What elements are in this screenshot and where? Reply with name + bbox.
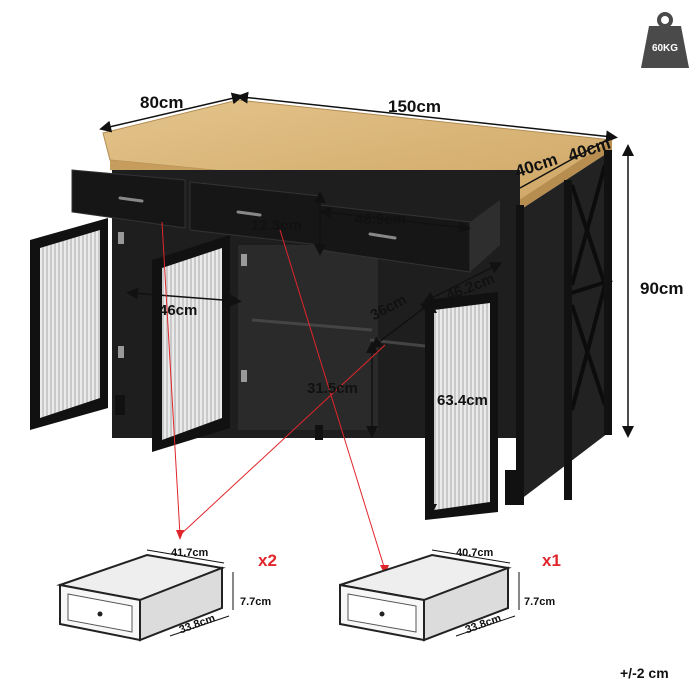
drawer-1-qty: x2 (258, 551, 277, 570)
dim-door-height: 63.4cm (437, 392, 488, 409)
drawer-2-width: 40.7cm (456, 547, 494, 559)
drawer-detail-right (339, 549, 520, 642)
drawer-2-qty: x1 (542, 551, 561, 570)
door-far-left[interactable] (30, 218, 108, 430)
drawer-1-height: 7.7cm (240, 596, 272, 608)
door-right[interactable] (425, 292, 498, 520)
dim-height: 90cm (640, 279, 684, 298)
dim-drawer-width: 46.9cm (355, 211, 406, 228)
dimension-lines (99, 91, 634, 516)
drawer-pointer-lines (161, 221, 386, 571)
dim-width-top: 150cm (388, 97, 441, 116)
drawer-2-height: 7.7cm (524, 596, 556, 608)
dim-depth-top: 80cm (140, 93, 184, 112)
tolerance-note: +/-2 cm (620, 665, 669, 681)
dim-inner-height: 31.5cm (307, 380, 358, 397)
door-left-center[interactable] (152, 235, 230, 452)
dim-cabinet-width: 46cm (159, 302, 198, 319)
dim-drawer-height: 12.3cm (251, 217, 302, 234)
weight-label: 60KG (651, 43, 679, 54)
drawer-1-width: 41.7cm (171, 547, 209, 559)
drawer-detail-left (56, 549, 234, 642)
weight-icon (641, 12, 689, 68)
